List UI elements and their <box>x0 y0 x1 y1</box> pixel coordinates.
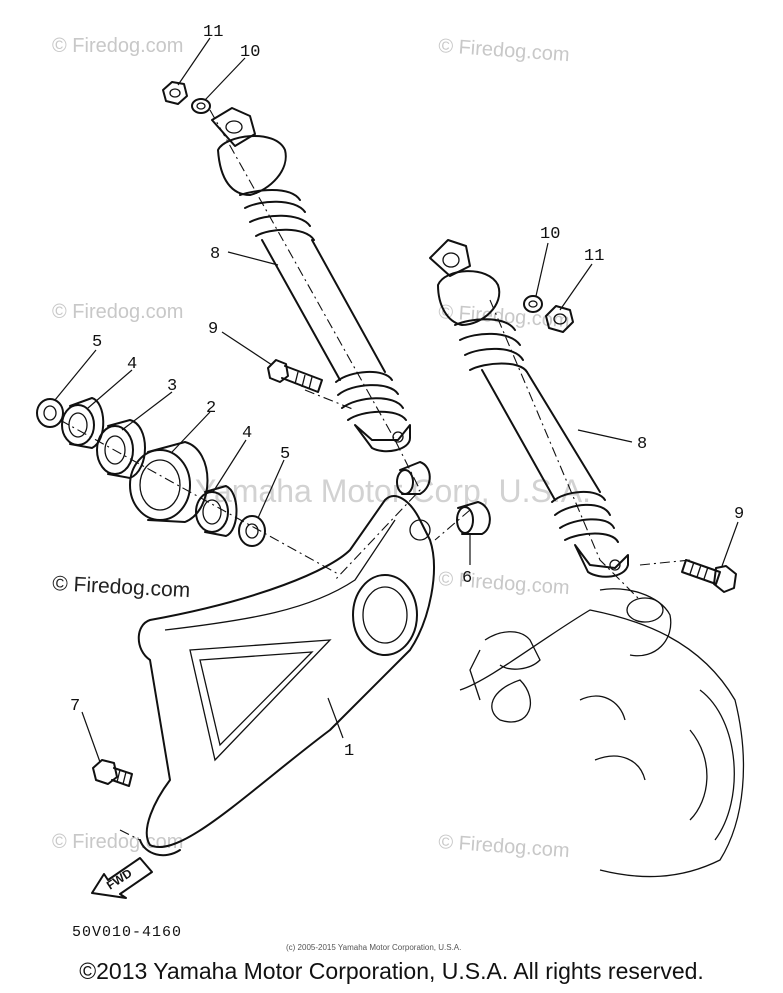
callout-2: 2 <box>206 399 216 418</box>
watermark-7: © Firedog.com <box>438 831 571 862</box>
small-credit: (c) 2005-2015 Yamaha Motor Corporation, … <box>286 943 461 952</box>
callout-10-right: 10 <box>540 225 560 244</box>
callout-5-right: 5 <box>280 445 290 464</box>
align-bolt-left <box>304 389 356 411</box>
bolt-9-right <box>681 559 737 593</box>
fwd-arrow: FWD <box>91 857 153 899</box>
callout-9-left: 9 <box>208 320 218 339</box>
bearing-3 <box>96 419 146 479</box>
align-collar <box>434 509 471 541</box>
callout-4-right: 4 <box>242 424 252 443</box>
bolt-9-left <box>267 359 323 393</box>
collar-2 <box>129 441 209 523</box>
align-bolt-right <box>639 559 691 566</box>
callouts: 11 10 10 11 8 8 9 9 5 4 3 2 4 5 6 7 1 <box>70 23 744 761</box>
leader-lines <box>54 37 739 763</box>
fwd-label: FWD <box>104 866 135 893</box>
align-bolt-7 <box>119 829 141 841</box>
washer-5-right <box>238 515 266 547</box>
shock-absorber-right <box>429 239 629 578</box>
callout-10-left: 10 <box>240 43 260 62</box>
nut-11-left <box>162 81 188 105</box>
shock-absorber-left <box>211 107 411 453</box>
align-right-shock <box>489 299 641 601</box>
callout-6: 6 <box>462 569 472 588</box>
align-left-shock <box>209 109 421 581</box>
watermark-6: © Firedog.com <box>52 831 183 853</box>
watermark-5: © Firedog.com <box>438 568 571 599</box>
callout-7: 7 <box>70 697 80 716</box>
bolt-7 <box>92 759 133 787</box>
callout-5-left: 5 <box>92 333 102 352</box>
callout-3: 3 <box>167 377 177 396</box>
watermarks: © Firedog.com © Firedog.com © Firedog.co… <box>52 35 591 862</box>
washer-5-left <box>36 398 64 428</box>
callout-8-left: 8 <box>210 245 220 264</box>
callout-4-left: 4 <box>127 355 137 374</box>
oil-seal-4-right <box>195 485 238 537</box>
callout-11-right: 11 <box>584 247 604 266</box>
center-watermark: Yamaha Motor Corp, U.S.A. <box>195 473 591 509</box>
oil-seal-4-left <box>61 397 105 449</box>
watermark-3: © Firedog.com <box>52 301 183 323</box>
diagram-part-number: 50V010-4160 <box>72 924 182 941</box>
nut-11-right <box>545 305 574 333</box>
copyright-notice: ©2013 Yamaha Motor Corporation, U.S.A. A… <box>79 958 704 984</box>
watermark-2: © Firedog.com <box>438 35 571 66</box>
callout-9-right: 9 <box>734 505 744 524</box>
callout-11-left: 11 <box>203 23 223 42</box>
watermark-1: © Firedog.com <box>52 35 183 57</box>
rear-arm-1 <box>137 461 435 857</box>
callout-1: 1 <box>344 742 354 761</box>
collar-6 <box>456 501 491 535</box>
callout-8-right: 8 <box>637 435 647 454</box>
watermark-dark: © Firedog.com <box>52 572 191 602</box>
engine-outline <box>459 588 745 878</box>
washer-10-right <box>523 295 543 313</box>
washer-10-left <box>191 98 211 114</box>
